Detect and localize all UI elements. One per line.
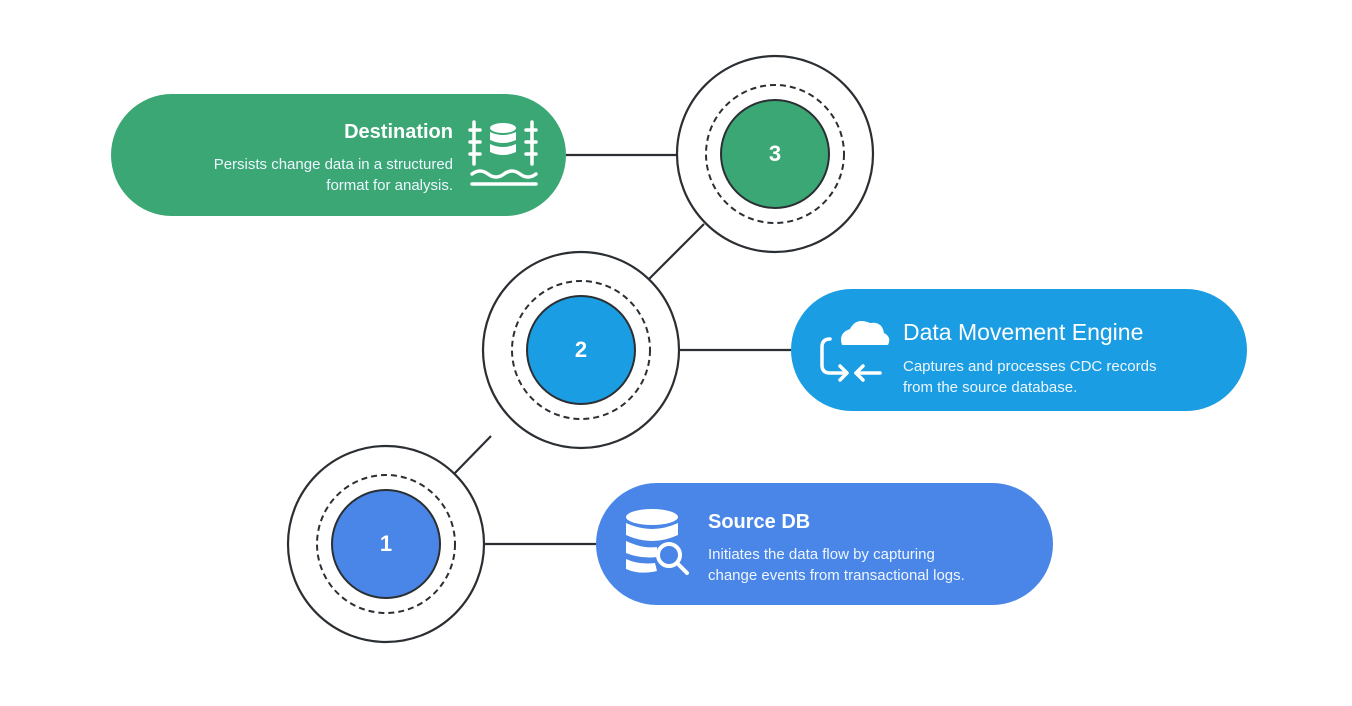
destination-description-line2: format for analysis. bbox=[326, 177, 453, 194]
destination-description-line1: Persists change data in a structured bbox=[213, 156, 453, 173]
step2-dashed-ring bbox=[511, 280, 651, 420]
source-db-title: Source DB bbox=[708, 511, 811, 533]
connector-step1-to-step2 bbox=[452, 435, 492, 476]
source-db-description: Initiates the data flow by capturing cha… bbox=[708, 544, 965, 586]
destination-title: Destination bbox=[344, 121, 453, 143]
step1-number-badge: 1 bbox=[331, 489, 441, 599]
data-movement-engine-card: Data Movement Engine Captures and proces… bbox=[791, 289, 1247, 411]
source-description-line2: change events from transactional logs. bbox=[708, 567, 965, 584]
engine-description-line2: from the source database. bbox=[903, 379, 1078, 396]
database-search-icon bbox=[626, 509, 689, 575]
step2-number-badge: 2 bbox=[526, 295, 636, 405]
data-warehouse-icon bbox=[468, 120, 538, 186]
step3-number: 3 bbox=[768, 141, 782, 166]
data-movement-engine-description: Captures and processes CDC records from … bbox=[903, 356, 1156, 398]
engine-description-line1: Captures and processes CDC records bbox=[903, 358, 1157, 375]
step3-dashed-ring bbox=[705, 84, 845, 224]
connector-step2-to-step3 bbox=[647, 223, 705, 281]
step3-number-badge: 3 bbox=[720, 99, 830, 209]
source-description-line1: Initiates the data flow by capturing bbox=[708, 546, 935, 563]
source-db-card: Source DB Initiates the data flow by cap… bbox=[596, 483, 1053, 605]
data-movement-engine-title: Data Movement Engine bbox=[903, 319, 1144, 345]
step1-number: 1 bbox=[379, 531, 393, 556]
step1-dashed-ring bbox=[316, 474, 456, 614]
cloud-sync-icon bbox=[820, 321, 890, 382]
destination-card: Destination Persists change data in a st… bbox=[111, 94, 566, 216]
step2-number: 2 bbox=[574, 337, 588, 362]
destination-description: Persists change data in a structured for… bbox=[214, 154, 453, 196]
